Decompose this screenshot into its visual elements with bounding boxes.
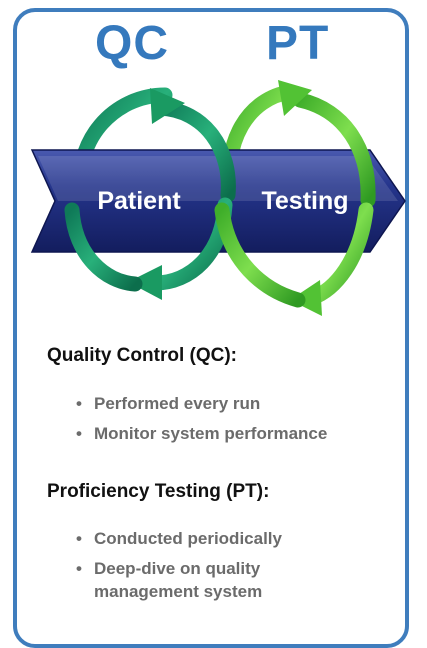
bullet-dot-icon: • xyxy=(76,529,82,548)
qc-pt-cycle-diagram: Patient Testing xyxy=(30,80,406,316)
bullet-text: Monitor system performance xyxy=(94,424,328,443)
bullet-dot-icon: • xyxy=(76,424,82,443)
pt-bullet-list: • Conducted periodically • Deep-dive on qu… xyxy=(76,527,394,610)
list-item: • Monitor system performance xyxy=(76,422,394,445)
testing-label: Testing xyxy=(261,187,348,215)
qc-section-title: Quality Control (QC): xyxy=(47,345,237,366)
qc-heading: QC xyxy=(95,17,169,70)
list-item: • Performed every run xyxy=(76,392,394,415)
bullet-text: Deep-dive on quality management system xyxy=(94,559,263,601)
list-item: • Deep-dive on quality management system xyxy=(76,557,324,603)
bullet-dot-icon: • xyxy=(76,394,82,413)
right-cycle-arrow xyxy=(214,80,376,316)
process-arrow-band xyxy=(30,149,406,253)
list-item: • Conducted periodically xyxy=(76,527,394,550)
patient-label: Patient xyxy=(97,187,181,215)
bullet-text: Performed every run xyxy=(94,394,261,413)
pt-section-title: Proficiency Testing (PT): xyxy=(47,481,270,502)
bullet-dot-icon: • xyxy=(76,559,82,578)
qc-bullet-list: • Performed every run • Monitor system per… xyxy=(76,392,394,452)
pt-heading: PT xyxy=(266,17,330,70)
bullet-text: Conducted periodically xyxy=(94,529,282,548)
